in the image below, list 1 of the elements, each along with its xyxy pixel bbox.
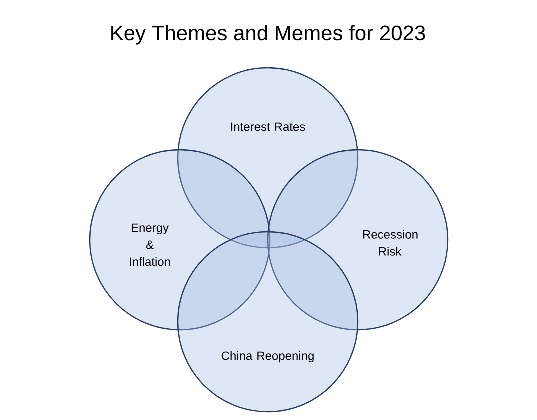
title: Key Themes and Memes for 2023 [112,25,426,45]
